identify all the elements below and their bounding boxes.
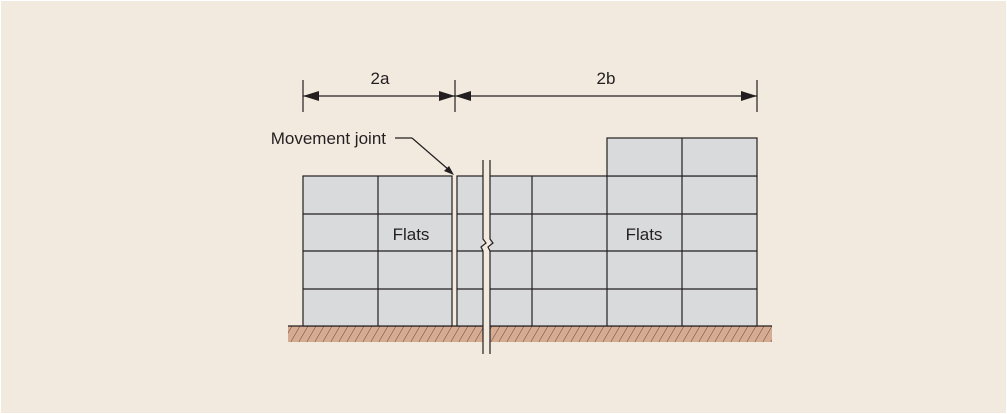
leader-arrowhead <box>444 166 454 175</box>
left-block-label: Flats <box>393 225 430 244</box>
break-line-right <box>487 160 494 354</box>
joint-leader <box>395 137 454 175</box>
arrow-2a-right <box>439 91 455 101</box>
break-line-left <box>480 160 487 354</box>
dimension-label-2b: 2b <box>597 69 616 88</box>
break-line <box>480 160 494 354</box>
arrow-2a-left <box>303 91 319 101</box>
right-block-label: Flats <box>626 225 663 244</box>
movement-joint-label: Movement joint <box>271 129 387 148</box>
arrow-2b-right <box>741 91 757 101</box>
arrow-2b-left <box>455 91 471 101</box>
left-building <box>302 175 453 327</box>
right-building <box>456 137 758 327</box>
ground <box>288 325 772 342</box>
ground-hatch-lines <box>288 326 772 342</box>
break-gap <box>483 160 490 354</box>
leader-diagonal <box>411 137 450 171</box>
dimension-label-2a: 2a <box>371 69 390 88</box>
dimension-lines <box>302 80 758 112</box>
